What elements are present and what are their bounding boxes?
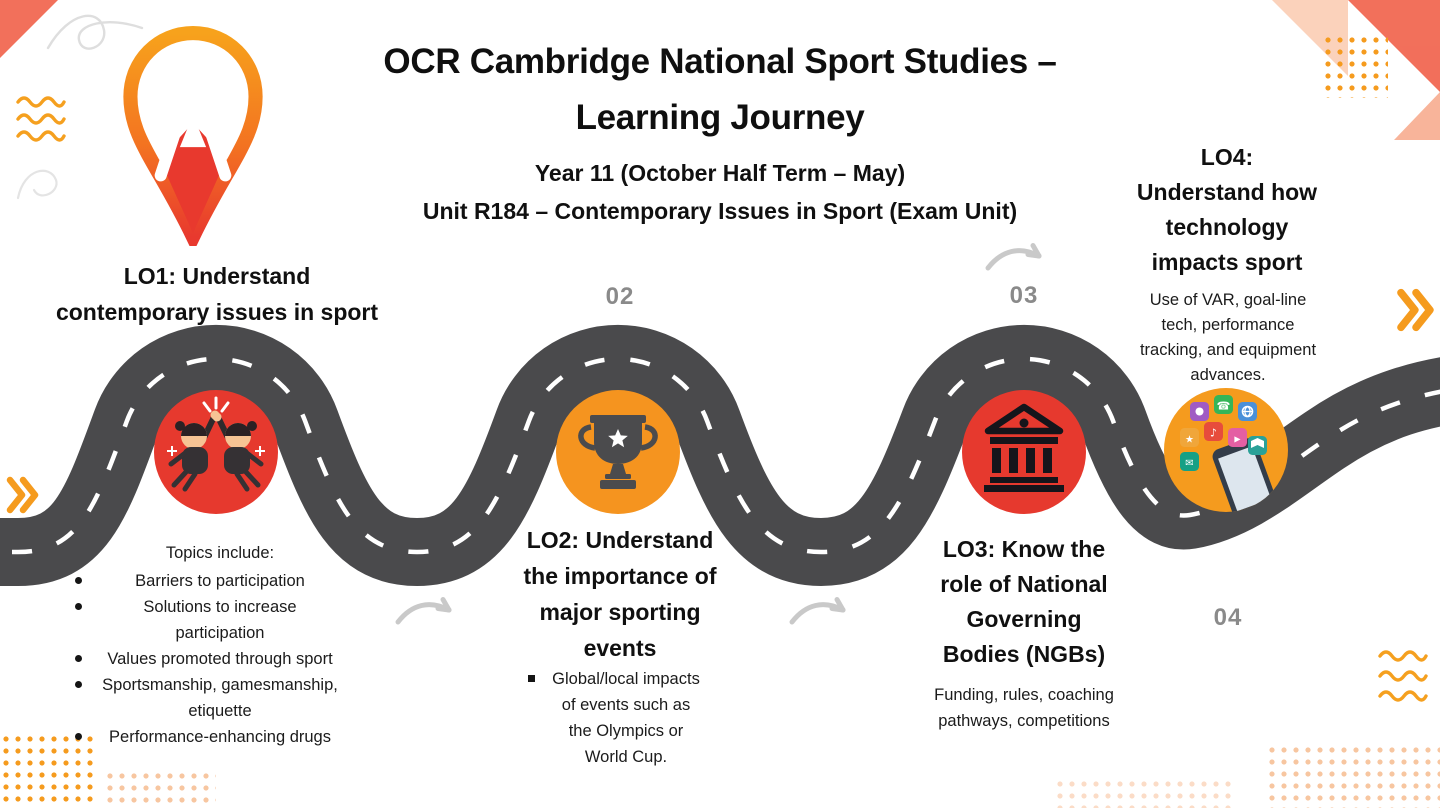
list-item: Solutions to increase participation [45,594,395,646]
lo3-heading: LO3: Know the role of National Governing… [940,536,1108,667]
lo4-description: Use of VAR, goal-line tech, performance … [1139,291,1317,384]
lo1-heading: LO1: Understand contemporary issues in s… [55,263,379,325]
lo4-milestone-circle: ☎ ★ ♪ ▶ ✉ [1164,388,1288,512]
lo3-milestone-circle [962,390,1086,514]
page-subtitle-year: Year 11 (October Half Term – May) [534,160,906,186]
scribble-icon [46,14,144,50]
lo2-bullet-block: Global/local impacts of events such as t… [528,666,722,770]
page-title: OCR Cambridge National Sport Studies – L… [383,42,1057,137]
list-item: Performance-enhancing drugs [45,724,395,750]
list-item: Values promoted through sport [45,646,395,672]
dot-grid-icon [1266,744,1440,808]
list-item: Sportsmanship, gamesmanship, etiquette [45,672,395,724]
svg-text:▶: ▶ [1234,435,1241,444]
scribble-icon [16,169,58,200]
lo1-topics-block: Topics include: Barriers to participatio… [45,540,395,750]
list-item: Barriers to participation [45,568,395,594]
svg-text:✉: ✉ [1185,458,1193,469]
lo1-topics-list: Barriers to participation Solutions to i… [45,568,395,750]
svg-text:☎: ☎ [1217,400,1231,413]
dot-grid-icon [0,733,98,807]
lo2-bullet-text: Global/local impacts of events such as t… [552,670,700,766]
wave-lines-icon [1378,650,1428,702]
curved-arrow-icon [789,597,846,625]
curved-arrow-icon [985,243,1042,271]
svg-text:★: ★ [1185,435,1194,446]
technology-apps-icon: ☎ ★ ♪ ▶ ✉ [1180,395,1278,512]
wave-lines-icon [16,96,66,142]
curved-arrow-icon [395,597,452,625]
lo4-heading: LO4: Understand how technology impacts s… [1136,144,1318,275]
square-bullet [528,675,535,682]
high-five-illustration [167,396,265,492]
page-subtitle-unit: Unit R184 – Contemporary Issues in Sport… [422,198,1018,224]
brand-logo [123,26,263,246]
road-center-dashes [0,356,1440,555]
lo2-milestone-circle [556,390,680,514]
bank-building-icon [984,403,1064,492]
lo3-description: Funding, rules, coaching pathways, compe… [934,686,1114,730]
dot-grid-icon [1322,34,1388,98]
lo3-step-number: 03 [1009,282,1039,309]
lo1-milestone-circle [154,390,278,514]
double-chevron-icon [1397,288,1434,332]
lo4-step-number: 04 [1213,604,1243,631]
lo2-step-number: 02 [605,283,635,310]
dot-grid-icon [1054,778,1234,808]
dot-grid-icon [104,770,216,808]
trophy-icon [578,415,658,489]
lo1-topics-label: Topics include: [165,544,275,562]
svg-text:♪: ♪ [1210,427,1217,440]
corner-triangle-icon [0,0,58,58]
double-chevron-icon [6,476,39,514]
lo2-heading: LO2: Understand the importance of major … [523,527,717,661]
